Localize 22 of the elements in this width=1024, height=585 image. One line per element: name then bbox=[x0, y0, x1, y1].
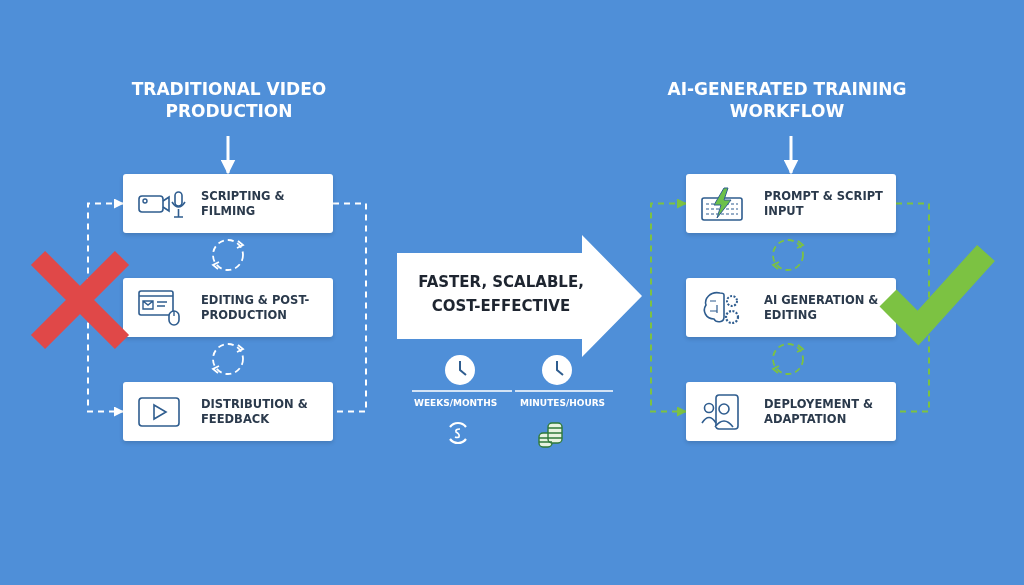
process-box bbox=[123, 174, 333, 233]
column-heading: TRADITIONAL VIDEO PRODUCTION bbox=[129, 78, 329, 124]
process-box bbox=[686, 174, 896, 233]
dashed-connector bbox=[895, 202, 930, 413]
step-label: EDITING & POST-PRODUCTION bbox=[201, 292, 311, 323]
arrow bbox=[783, 136, 799, 175]
step-label: AI GENERATION & EDITING bbox=[764, 292, 880, 323]
dashed-connector bbox=[332, 202, 367, 413]
step-label: DISTRIBUTION & FEEDBACK bbox=[201, 396, 309, 427]
column-heading: AI-GENERATED TRAINING WORKFLOW bbox=[667, 78, 907, 124]
time-label: MINUTES/HOURS bbox=[520, 398, 606, 408]
process-box bbox=[686, 278, 896, 337]
process-box bbox=[123, 278, 333, 337]
process-box bbox=[686, 382, 896, 441]
arrow bbox=[220, 136, 236, 175]
step-label: SCRIPTING & FILMING bbox=[201, 188, 286, 219]
dashed-connector bbox=[650, 198, 687, 417]
step-label: DEPLOYEMENT & ADAPTATION bbox=[764, 396, 875, 427]
arrow-label: FASTER, SCALABLE, COST-EFFECTIVE bbox=[417, 272, 585, 317]
time-label: WEEKS/MONTHS bbox=[414, 398, 498, 408]
process-box bbox=[123, 382, 333, 441]
step-label: PROMPT & SCRIPT INPUT bbox=[764, 188, 884, 219]
